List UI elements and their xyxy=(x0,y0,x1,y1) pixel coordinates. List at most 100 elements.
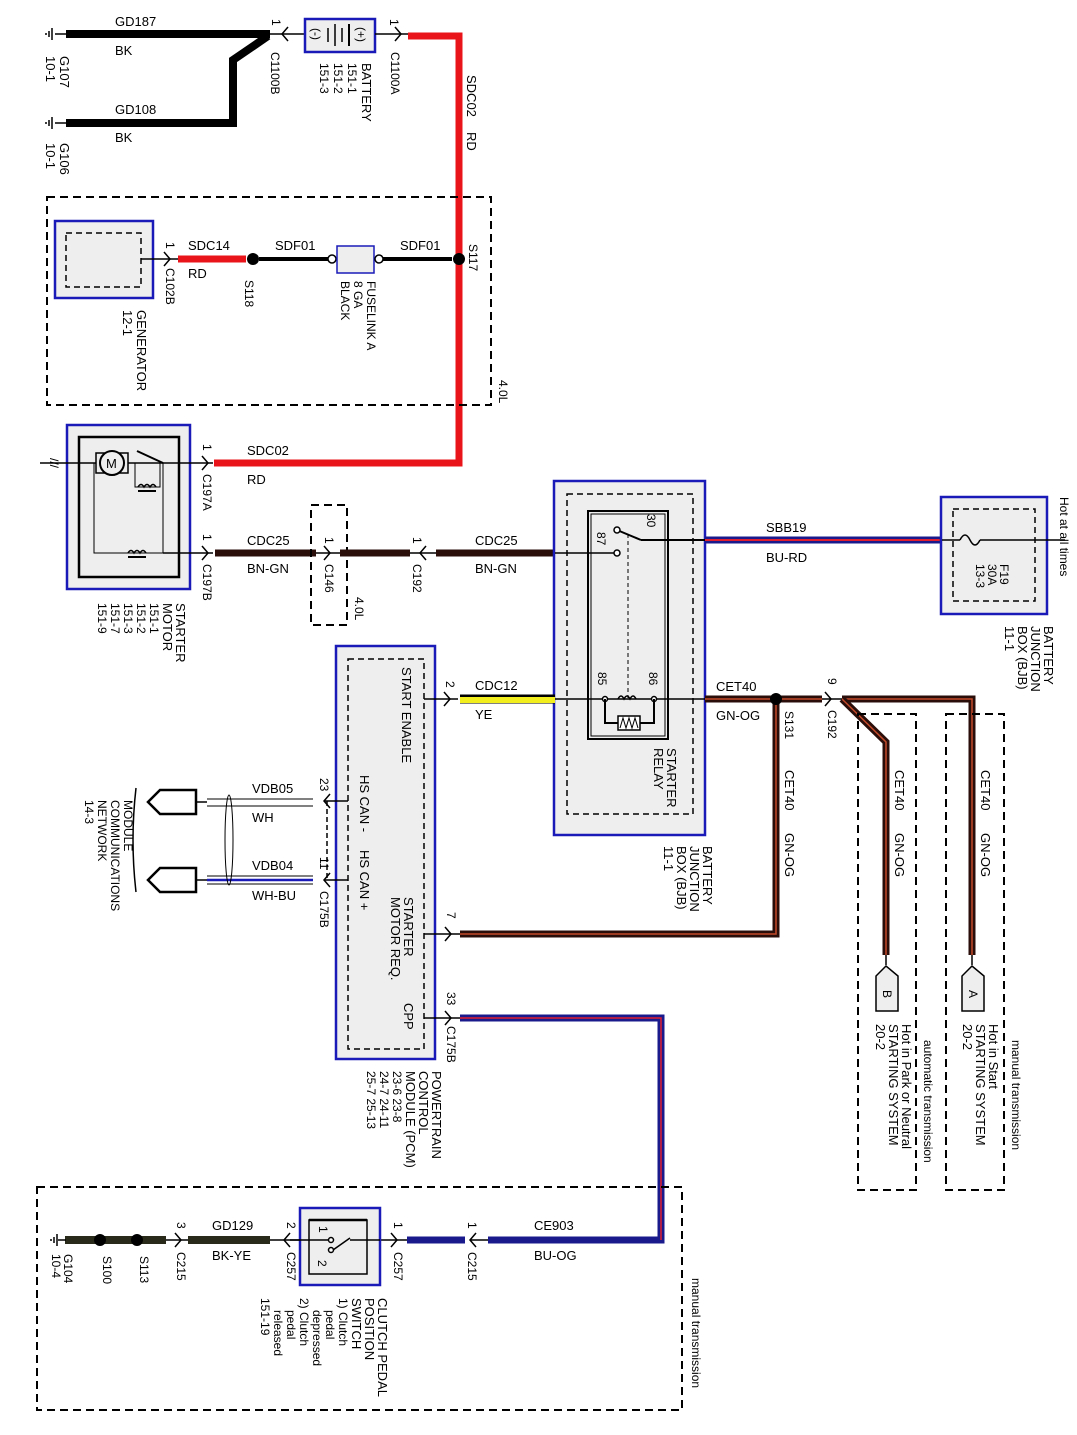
generator: GENERATOR 12-1 xyxy=(53,219,155,391)
c1100a-label: C1100A xyxy=(388,52,402,94)
pcm-ref: 24-7 24-11 xyxy=(377,1071,391,1128)
c215-out-label: C215 xyxy=(174,1252,188,1281)
c257-out-label: C257 xyxy=(284,1252,298,1281)
starter-motor-ref: 151-2 xyxy=(134,603,148,634)
c146-label: C146 xyxy=(322,564,336,593)
c192-label: C192 xyxy=(410,564,424,593)
connector-a-note: 20-2 xyxy=(960,1024,975,1050)
clutch-switch-desc: pedal xyxy=(323,1310,337,1339)
wire-cet40-s131-circuit: CET40 xyxy=(782,770,797,810)
c1100b-label: C1100B xyxy=(268,52,282,94)
connector-b: B Hot in Park or Neutral STARTING SYSTEM… xyxy=(873,955,914,1149)
pcm-hs-can-plus: HS CAN + xyxy=(357,850,372,910)
c215-in-pin: 1 xyxy=(465,1222,479,1229)
ground-g104-id: G104 xyxy=(61,1254,75,1284)
can-bus: 23 11 C175B VDB05 WH VDB04 WH-BU MODULE … xyxy=(82,778,348,928)
ground-g106-id: G106 xyxy=(57,143,72,175)
fuselink-label: 8 GA xyxy=(351,281,365,308)
connector-c1100b-icon xyxy=(281,26,289,42)
splice-s131 xyxy=(770,693,782,705)
fuse-icon xyxy=(959,534,981,546)
clutch-switch-desc: depressed xyxy=(310,1310,324,1366)
battery: (-) (+) BATTERY 151-1 151-2 151-3 xyxy=(303,17,377,122)
wire-ce903 xyxy=(460,1014,665,1244)
wire-gd187-circuit: GD187 xyxy=(115,14,156,29)
c197a-label: C197A xyxy=(200,474,214,511)
connector-c1100a-icon xyxy=(394,26,402,42)
can-connector-icon xyxy=(146,788,198,816)
connector-c197b-icon xyxy=(201,545,209,561)
clutch-switch-name: SWITCH xyxy=(349,1298,364,1349)
option-4-0l-label: 4.0L xyxy=(496,380,510,404)
clutch-pedal-position-switch: 1 2 CLUTCH PEDAL POSITION SWITCH 1) Clut… xyxy=(258,1206,390,1397)
motor-icon xyxy=(99,450,125,476)
clutch-switch-name: POSITION xyxy=(362,1298,377,1360)
module-network-label: COMMUNICATIONS xyxy=(108,800,122,911)
starter-motor-name: MOTOR xyxy=(160,603,175,651)
c257-in-pin: 1 xyxy=(391,1222,405,1229)
option-c146-boundary xyxy=(310,504,348,626)
splice-s117-label: S117 xyxy=(466,244,480,271)
pcm-pin-11: 11 xyxy=(317,857,331,870)
clutch-switch-name: CLUTCH PEDAL xyxy=(375,1298,390,1397)
connector-pcm-pin33-icon xyxy=(444,1010,452,1026)
twisted-pair-icon xyxy=(224,794,234,886)
relay-pin-85: 85 xyxy=(595,672,609,686)
wire-cet40-s131-color: GN-OG xyxy=(782,833,797,877)
starter-motor: /// M STARTER MOTOR 151-1 151-2 151-3 15… xyxy=(40,423,213,662)
connector-pcm-pin23-icon xyxy=(323,793,331,809)
wire-sdf01-b-circuit: SDF01 xyxy=(400,238,440,253)
wire-ce903-color: BU-OG xyxy=(534,1248,577,1263)
fuse-ref: 13-3 xyxy=(973,564,987,588)
wire-cdc25-b-color: BN-GN xyxy=(475,561,517,576)
wire-cet40-a-circuit: CET40 xyxy=(978,770,993,810)
module-network-label: MODULE xyxy=(121,800,135,851)
c197a-pin: 1 xyxy=(200,444,214,451)
connector-pcm-pin7-icon xyxy=(444,926,452,942)
battery-pos-symbol: (+) xyxy=(354,27,368,42)
connector-c192-cet-icon xyxy=(824,691,832,707)
connector-a-letter: A xyxy=(966,990,980,998)
c102b-pin: 1 xyxy=(163,242,177,249)
wire-gd108 xyxy=(66,32,271,127)
ground-g107-id: G107 xyxy=(57,56,72,88)
coil-icon xyxy=(137,483,157,489)
connector-c257-in-icon xyxy=(390,1232,398,1248)
relay-bjb-label: 11-1 xyxy=(661,846,676,871)
fuse-rating: 30A xyxy=(985,564,999,585)
wire-cet40-b-color: GN-OG xyxy=(892,833,907,877)
connector-b-note: Hot in Park or Neutral xyxy=(899,1024,914,1149)
wire-sdc02-starter-circuit: SDC02 xyxy=(247,443,289,458)
wire-cdc25-a-circuit: CDC25 xyxy=(247,533,290,548)
wire-cdc25-a-color: BN-GN xyxy=(247,561,289,576)
starter-relay: 87 30 85 86 STARTER RELAY BATTERY JUNCTI… xyxy=(552,479,715,912)
pcm-pin-33: 33 xyxy=(444,992,458,1006)
battery-neg-symbol: (-) xyxy=(309,28,323,40)
connector-a-note: Hot in Start xyxy=(986,1024,1001,1089)
wire-sbb19-circuit: SBB19 xyxy=(766,520,806,535)
battery-ref: 151-1 xyxy=(345,63,359,94)
switch-pin-2: 2 xyxy=(315,1260,329,1267)
connector-b-note: STARTING SYSTEM xyxy=(886,1024,901,1146)
fuselink-label: BLACK xyxy=(338,281,352,320)
c192-cet-pin: 9 xyxy=(825,678,839,685)
fuse-bjb-label: 11-1 xyxy=(1002,626,1017,651)
wire-sbb19-color: BU-RD xyxy=(766,550,807,565)
c192-cet-label: C192 xyxy=(825,710,839,739)
can-connector-icon xyxy=(146,866,198,894)
pcm-name: MODULE (PCM) xyxy=(403,1071,418,1168)
ground-g104-ref: 10-4 xyxy=(49,1254,63,1278)
ground-g106: G106 10-1 xyxy=(43,117,72,175)
splice-s100 xyxy=(94,1234,106,1246)
wire-sdc14-circuit: SDC14 xyxy=(188,238,230,253)
c215-out-pin: 3 xyxy=(174,1222,188,1229)
starter-relay-name: STARTER xyxy=(664,748,679,807)
ground-g107-ref: 10-1 xyxy=(43,56,58,82)
wire-gd129-circuit: GD129 xyxy=(212,1218,253,1233)
c1100a-pin: 1 xyxy=(387,19,401,26)
wire-cet40-a-color: GN-OG xyxy=(978,833,993,877)
relay-pin-87: 87 xyxy=(594,532,608,546)
splice-s100-label: S100 xyxy=(100,1256,114,1284)
wire-cdc12-circuit: CDC12 xyxy=(475,678,518,693)
fuse-bjb-label: BATTERY xyxy=(1041,626,1056,685)
